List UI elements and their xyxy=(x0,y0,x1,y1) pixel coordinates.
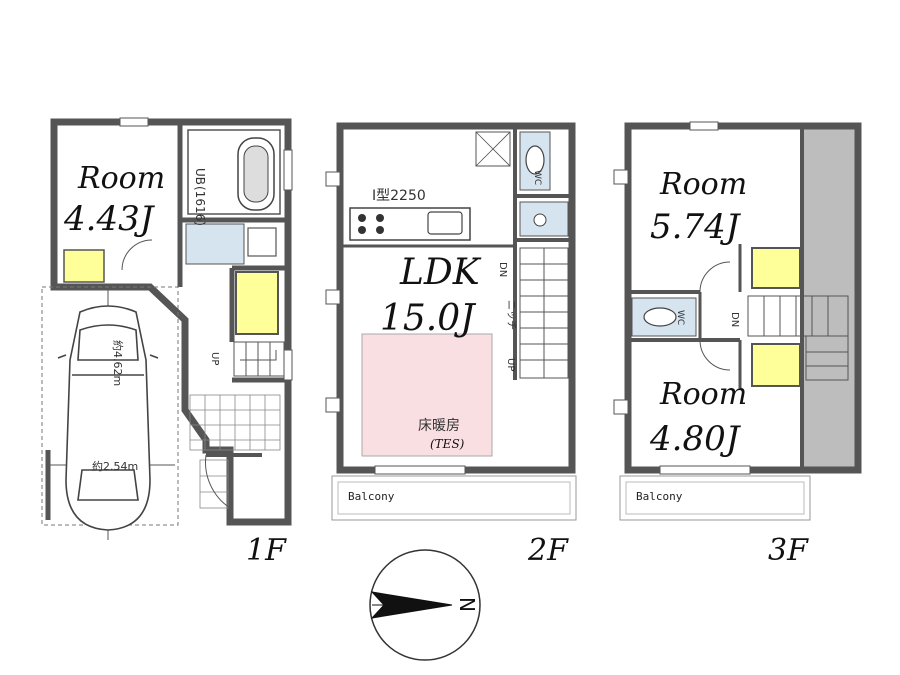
room-1f-size: 4.43J xyxy=(63,199,156,239)
car-length-label: 約4.62m xyxy=(111,340,125,386)
balcony-3f-label: Balcony xyxy=(636,490,683,503)
north-arrow-icon xyxy=(370,591,453,619)
balcony-2f-label: Balcony xyxy=(348,490,395,503)
room-3f-lower-size: 4.80J xyxy=(649,419,742,459)
unit-bath-label: UB xyxy=(193,168,207,185)
floor-3f-label: 3F xyxy=(768,533,809,568)
stairs-2f-dn-label: DN xyxy=(497,262,508,277)
floor-heating-sub: (TES) xyxy=(430,437,465,451)
car-icon xyxy=(57,305,159,531)
floor-2f: Balcony I型2250 LDK 15.0J 床暖房 (TES) WC DN… xyxy=(325,122,577,568)
storage-1f-room xyxy=(63,249,105,283)
storage-3f-upper xyxy=(751,247,801,289)
void-3f xyxy=(802,126,858,470)
unit-bath-size: (1616) xyxy=(193,186,207,226)
entrance-tiles-1f xyxy=(189,394,281,509)
stairs-1f xyxy=(233,341,285,377)
floor-heating-area xyxy=(361,333,493,457)
stairs-3f xyxy=(747,295,849,381)
room-3f-upper-size: 5.74J xyxy=(650,207,742,247)
room-3f-upper-label: Room xyxy=(659,167,747,202)
wc-2f-label: WC xyxy=(532,170,542,185)
room-3f-lower-label: Room xyxy=(659,377,747,412)
ldk-size: 15.0J xyxy=(380,298,477,339)
wc-3f-label: WC xyxy=(675,310,685,325)
compass: N xyxy=(369,549,481,661)
floor-2f-label: 2F xyxy=(527,533,569,568)
room-1f-label: Room xyxy=(77,161,165,196)
floor-heating-label: 床暖房 xyxy=(418,418,460,434)
stairs-2f xyxy=(519,247,569,379)
stairs-2f-up-label: UP xyxy=(505,358,516,371)
washroom-1f xyxy=(185,223,245,265)
car-width-label: 約2.54m xyxy=(92,459,138,473)
balcony-2f xyxy=(331,475,577,521)
north-label: N xyxy=(455,597,479,612)
stairs-1f-up-label: UP xyxy=(209,352,220,365)
ldk-label: LDK xyxy=(399,252,482,293)
stairs-3f-dn-label: DN xyxy=(729,312,740,327)
floor-1f-label: 1F xyxy=(246,533,287,568)
balcony-3f xyxy=(619,475,811,521)
niche-label: ニッチ xyxy=(505,300,517,330)
kitchen-label: I型2250 xyxy=(372,188,426,204)
floor-3f: Balcony Room 5.74J Room 4.80J WC DN 3F xyxy=(613,121,862,568)
floor-1f: Room 4.43J UB (1616) UP 約4.62m 約2.54m 1F xyxy=(41,117,293,568)
storage-3f-lower xyxy=(751,343,801,387)
storage-1f-hall xyxy=(235,271,279,335)
